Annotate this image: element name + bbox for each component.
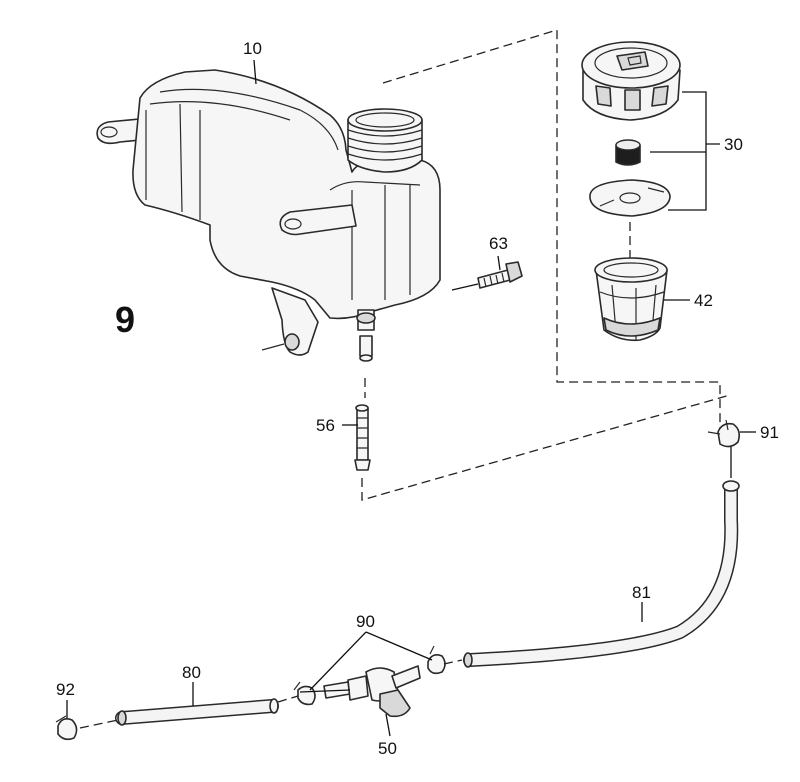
cap-gasket	[615, 139, 641, 166]
assembly-dashed-lines	[361, 29, 731, 501]
callout-91: 91	[760, 423, 779, 442]
cap-tether	[589, 179, 671, 217]
callout-56: 56	[316, 416, 335, 435]
callout-92: 92	[56, 680, 75, 699]
leader-lines	[66, 59, 756, 737]
callout-30: 30	[724, 135, 743, 154]
fitting-56	[354, 404, 371, 471]
callout-10: 10	[243, 39, 262, 58]
callout-81: 81	[632, 583, 651, 602]
clamp-90-left	[293, 681, 316, 706]
figure-number: 9	[115, 299, 135, 340]
dash-80-90	[277, 695, 299, 703]
clamp-90-right	[427, 645, 446, 675]
fuel-strainer	[594, 257, 668, 342]
hose-80	[115, 698, 279, 726]
fuel-shutoff-valve	[299, 665, 421, 718]
callout-63: 63	[489, 234, 508, 253]
fuel-cap	[581, 41, 681, 121]
callout-42: 42	[694, 291, 713, 310]
dash-92-80	[79, 719, 119, 729]
clamp-92	[55, 715, 78, 741]
callout-90: 90	[356, 612, 375, 631]
clamp-91	[707, 419, 740, 478]
callout-80: 80	[182, 663, 201, 682]
dash-90-81	[443, 659, 463, 665]
fuel-tank	[96, 69, 441, 362]
callout-50: 50	[378, 739, 397, 758]
bolt-63	[451, 261, 523, 291]
hose-81	[463, 480, 740, 668]
